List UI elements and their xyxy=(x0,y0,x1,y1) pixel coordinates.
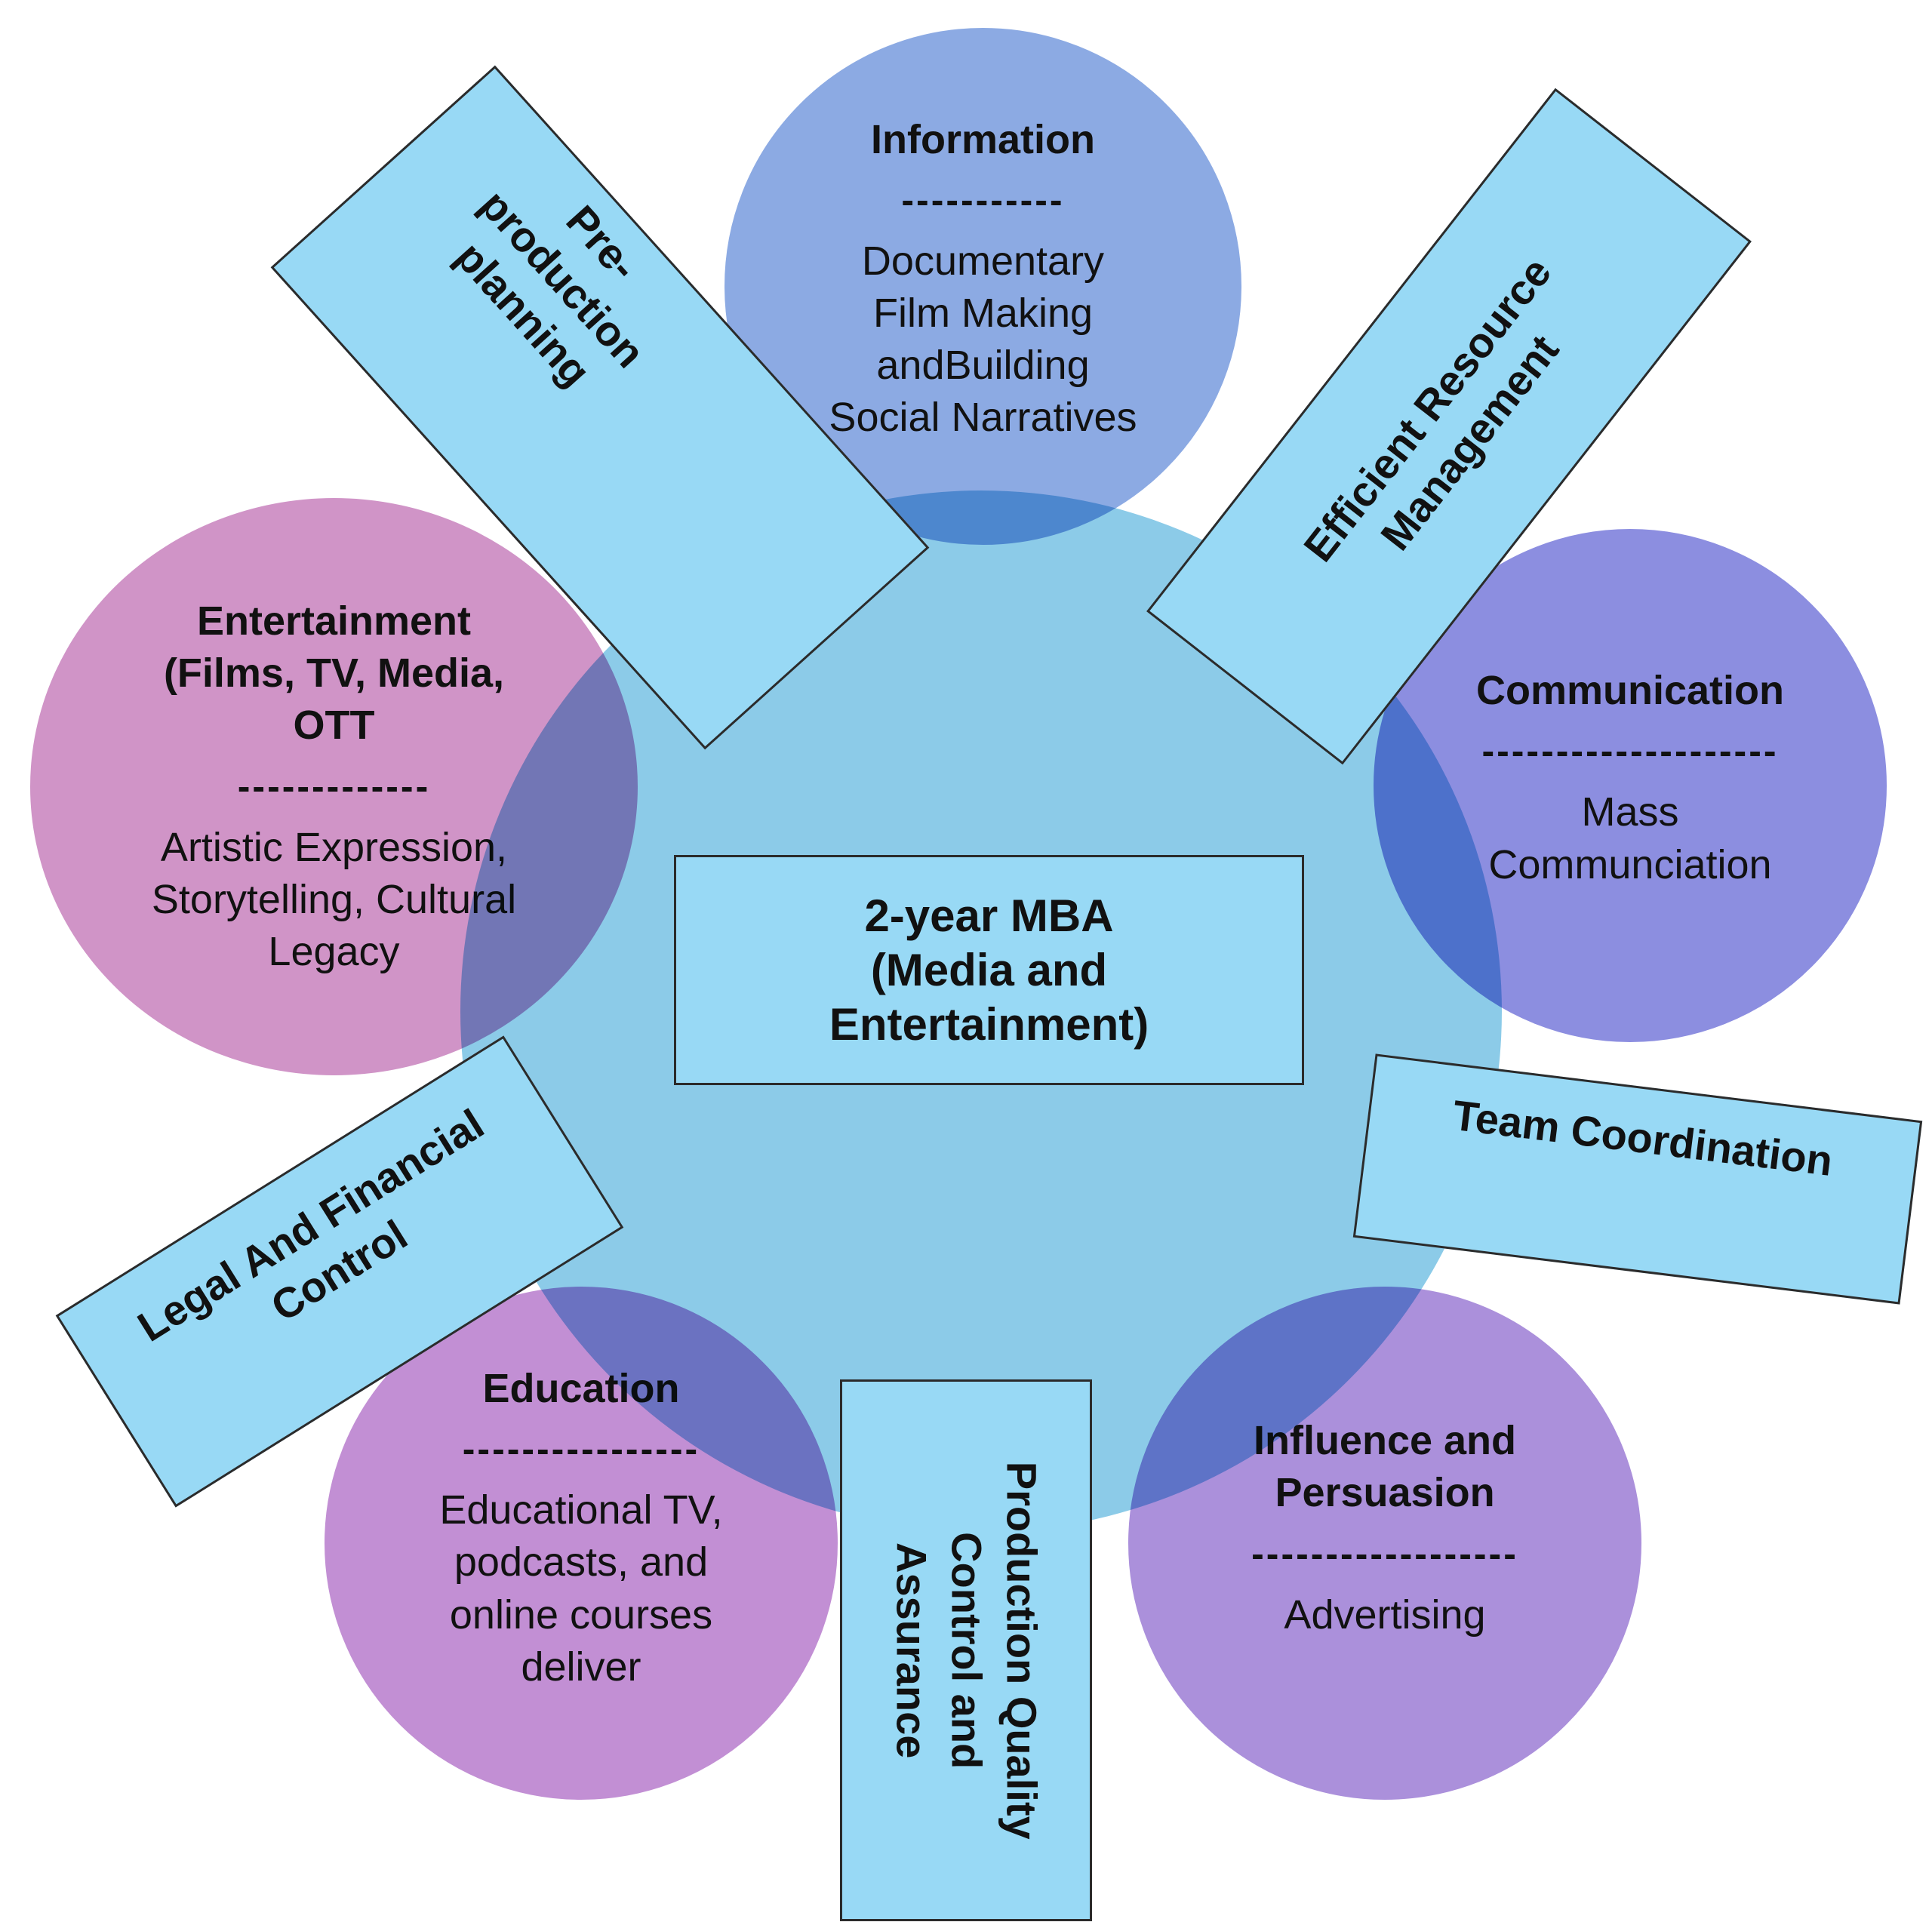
team-coordination-box: Team Coordination xyxy=(1352,1053,1923,1305)
entertainment-body-line: Legacy xyxy=(268,928,400,974)
information-divider: ----------- xyxy=(901,178,1065,221)
education-body-line: Educational TV, xyxy=(439,1487,723,1533)
center-label: 2-year MBA (Media and Entertainment) xyxy=(829,889,1149,1052)
center-program-box: 2-year MBA (Media and Entertainment) xyxy=(674,855,1304,1085)
education-circle: Education ---------------- Educational T… xyxy=(321,1283,841,1804)
information-body-line: Documentary xyxy=(861,238,1105,284)
influence-title-line: Persuasion xyxy=(1275,1470,1495,1516)
education-body-line: podcasts, and xyxy=(454,1539,709,1585)
entertainment-body: Artistic Expression, Storytelling, Cultu… xyxy=(152,822,516,978)
center-line: Entertainment) xyxy=(829,998,1149,1050)
production-line: Control and xyxy=(943,1531,991,1770)
team-label: Team Coordination xyxy=(1450,1090,1835,1185)
communication-divider: -------------------- xyxy=(1481,730,1779,773)
education-body: Educational TV, podcasts, and online cou… xyxy=(439,1484,722,1693)
information-body-line: andBuilding xyxy=(876,343,1090,389)
entertainment-circle: Entertainment (Films, TV, Media, OTT ---… xyxy=(26,494,641,1079)
entertainment-title-line: Entertainment xyxy=(196,598,472,644)
entertainment-body-line: Artistic Expression, xyxy=(160,824,508,870)
communication-body-line: Communciation xyxy=(1488,841,1772,887)
production-label: Production Quality Control and Assurance xyxy=(884,1462,1048,1840)
influence-divider: ------------------ xyxy=(1251,1532,1518,1575)
communication-title: Communication xyxy=(1475,668,1784,714)
information-circle: Information ----------- Documentary Film… xyxy=(721,24,1245,549)
entertainment-title-line: (Films, TV, Media, xyxy=(163,650,505,697)
education-body-line: online courses xyxy=(449,1591,713,1638)
information-body-line: Film Making xyxy=(872,290,1094,336)
information-body-line: Social Narratives xyxy=(829,395,1137,441)
influence-body-line: Advertising xyxy=(1284,1591,1486,1638)
preproduction-label: Pre- production planning xyxy=(429,137,703,414)
education-divider: ---------------- xyxy=(462,1428,700,1471)
influence-body: Advertising xyxy=(1251,1589,1518,1641)
production-line: Assurance xyxy=(888,1542,936,1759)
influence-title-line: Influence and xyxy=(1253,1418,1517,1464)
entertainment-divider: ------------- xyxy=(237,764,431,807)
entertainment-body-line: Storytelling, Cultural xyxy=(151,876,517,922)
influence-title: Influence and Persuasion xyxy=(1251,1415,1518,1519)
center-line: (Media and xyxy=(870,944,1108,995)
information-body: Documentary Film Making andBuilding Soci… xyxy=(829,235,1137,444)
education-body-line: deliver xyxy=(521,1644,641,1690)
information-title: Information xyxy=(871,116,1095,162)
production-quality-box: Production Quality Control and Assurance xyxy=(840,1379,1092,1921)
center-line: 2-year MBA xyxy=(864,890,1114,941)
communication-body-line: Mass xyxy=(1581,789,1679,835)
production-line: Production Quality xyxy=(998,1461,1046,1840)
education-title: Education xyxy=(482,1366,680,1412)
influence-circle: Influence and Persuasion ---------------… xyxy=(1124,1283,1645,1804)
entertainment-title: Entertainment (Films, TV, Media, OTT xyxy=(152,595,516,752)
communication-body: Mass Communciation xyxy=(1476,786,1784,890)
entertainment-title-line: OTT xyxy=(293,703,375,749)
